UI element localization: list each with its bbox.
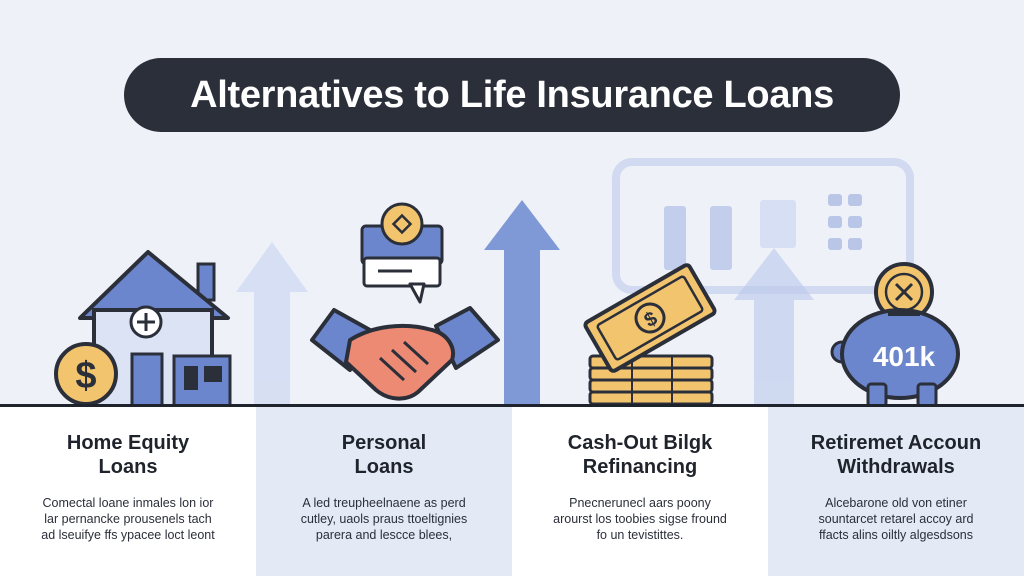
background-arrow-right xyxy=(734,248,814,406)
loan-coin-icon xyxy=(380,202,424,246)
handshake-icon xyxy=(310,306,500,401)
option-description: Pnecnerunecl aars poony arourst los toob… xyxy=(553,496,727,542)
page-title: Alternatives to Life Insurance Loans xyxy=(190,73,834,116)
option-home-equity: Home Equity Loans Comectal loane inmales… xyxy=(0,407,256,576)
option-title: Personal Loans xyxy=(341,432,427,478)
background-arrow-left xyxy=(236,242,308,406)
house-coin-symbol: $ xyxy=(75,355,96,397)
option-description: Comectal loane inmales lon ior lar perna… xyxy=(41,496,215,542)
option-personal-loans: Personal Loans A led treupheelnaene as p… xyxy=(256,407,512,576)
option-title: Home Equity Loans xyxy=(66,432,190,478)
option-title: Retiremet Accoun Withdrawals xyxy=(810,432,982,478)
option-title: Cash-Out Bilgk Refinancing xyxy=(567,432,713,478)
baseline-divider xyxy=(0,404,1024,407)
option-retirement-withdrawals: Retiremet Accoun Withdrawals Alcebarone … xyxy=(768,407,1024,576)
banknote-icon: $ xyxy=(583,263,717,373)
title-banner: Alternatives to Life Insurance Loans xyxy=(124,58,900,132)
piggy-label: 401k xyxy=(873,341,936,372)
option-description: A led treupheelnaene as perd cutley, uao… xyxy=(300,496,468,542)
options-row: Home Equity Loans Comectal loane inmales… xyxy=(0,407,1024,576)
background-dashboard-icon xyxy=(612,158,914,294)
house-coin-icon: $ xyxy=(54,342,118,406)
piggy-bank-icon: 401k xyxy=(830,308,960,408)
background-arrow-center xyxy=(484,200,560,406)
option-description: Alcebarone old von etiner sountarcet ret… xyxy=(818,496,974,542)
option-cash-out-refinancing: Cash-Out Bilgk Refinancing Pnecnerunecl … xyxy=(512,407,768,576)
